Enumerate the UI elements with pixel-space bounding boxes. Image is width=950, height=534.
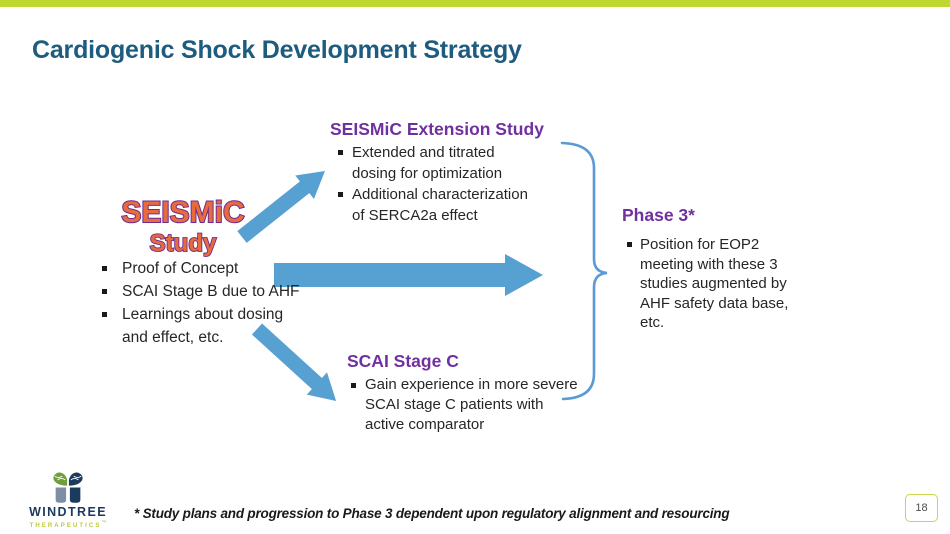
bullet-item: Extended and titrated dosing for optimiz… <box>338 142 528 184</box>
bullet-marker <box>627 242 632 247</box>
bullet-line: Additional characterization <box>352 186 528 203</box>
bullet-item: Additional characterization of SERCA2a e… <box>338 184 528 226</box>
bullet-line: Learnings about dosing <box>122 306 284 323</box>
bullet-line: SCAI stage C patients with <box>365 396 544 413</box>
seismic-wordart-title: SEISMiC <box>121 196 244 229</box>
bullet-line: Gain experience in more severe <box>365 376 578 393</box>
page-number-badge: 18 <box>905 494 938 522</box>
top-accent-bar <box>0 0 950 7</box>
phase3-bullet-list: Position for EOP2 meeting with these 3 s… <box>627 235 788 333</box>
bullet-item: Position for EOP2 meeting with these 3 s… <box>627 235 788 333</box>
page-number: 18 <box>915 502 928 514</box>
bullet-line: etc. <box>640 314 665 331</box>
grouping-brace <box>560 141 608 401</box>
logo-subbrand-text: THERAPEUTICS™ <box>18 520 118 529</box>
bullet-line: of SERCA2a effect <box>352 207 478 224</box>
bullet-line: and effect, etc. <box>122 329 224 346</box>
bullet-marker <box>102 289 107 294</box>
bullet-item: SCAI Stage B due to AHF <box>102 280 300 303</box>
logo-subbrand-label: THERAPEUTICS <box>29 523 102 529</box>
bullet-marker <box>338 150 343 155</box>
seismic-wordart: SEISMiC Study <box>120 195 245 258</box>
bullet-line: dosing for optimization <box>352 165 503 182</box>
extension-study-heading: SEISMiC Extension Study <box>330 119 544 139</box>
bullet-line: SCAI Stage B due to AHF <box>122 283 300 300</box>
bullet-marker <box>338 192 343 197</box>
bullet-line: Extended and titrated <box>352 144 495 161</box>
bullet-line: AHF safety data base, <box>640 294 789 312</box>
bullet-line: meeting with these 3 <box>640 255 778 273</box>
stage-c-heading: SCAI Stage C <box>347 351 459 371</box>
phase3-heading: Phase 3* <box>622 205 695 225</box>
bullet-line: studies augmented by <box>640 275 787 292</box>
bullet-marker <box>102 312 107 317</box>
arrow-right-icon <box>274 254 543 296</box>
trademark-symbol: ™ <box>101 520 107 526</box>
slide-title: Cardiogenic Shock Development Strategy <box>32 36 522 64</box>
windtree-logo: WINDTREE THERAPEUTICS™ <box>18 471 118 529</box>
bullet-line: Proof of Concept <box>122 260 239 277</box>
footnote-text: * Study plans and progression to Phase 3… <box>134 506 730 521</box>
seismic-bullet-list: Proof of Concept SCAI Stage B due to AHF… <box>102 257 300 349</box>
bullet-line: Position for EOP2 <box>640 236 760 253</box>
logo-brand-text: WINDTREE <box>29 505 107 519</box>
logo-tree-icon <box>53 472 83 503</box>
bullet-item: Gain experience in more severe SCAI stag… <box>351 375 578 435</box>
bullet-item: Proof of Concept <box>102 257 300 280</box>
bullet-marker <box>351 383 356 388</box>
bullet-item: Learnings about dosing and effect, etc. <box>102 303 300 349</box>
seismic-wordart-subtitle: Study <box>150 230 217 257</box>
bullet-line: active comparator <box>365 416 485 433</box>
bullet-marker <box>102 266 107 271</box>
arrow-up-right-icon <box>237 171 325 243</box>
stage-c-bullet-list: Gain experience in more severe SCAI stag… <box>351 375 578 435</box>
extension-bullet-list: Extended and titrated dosing for optimiz… <box>338 142 528 226</box>
